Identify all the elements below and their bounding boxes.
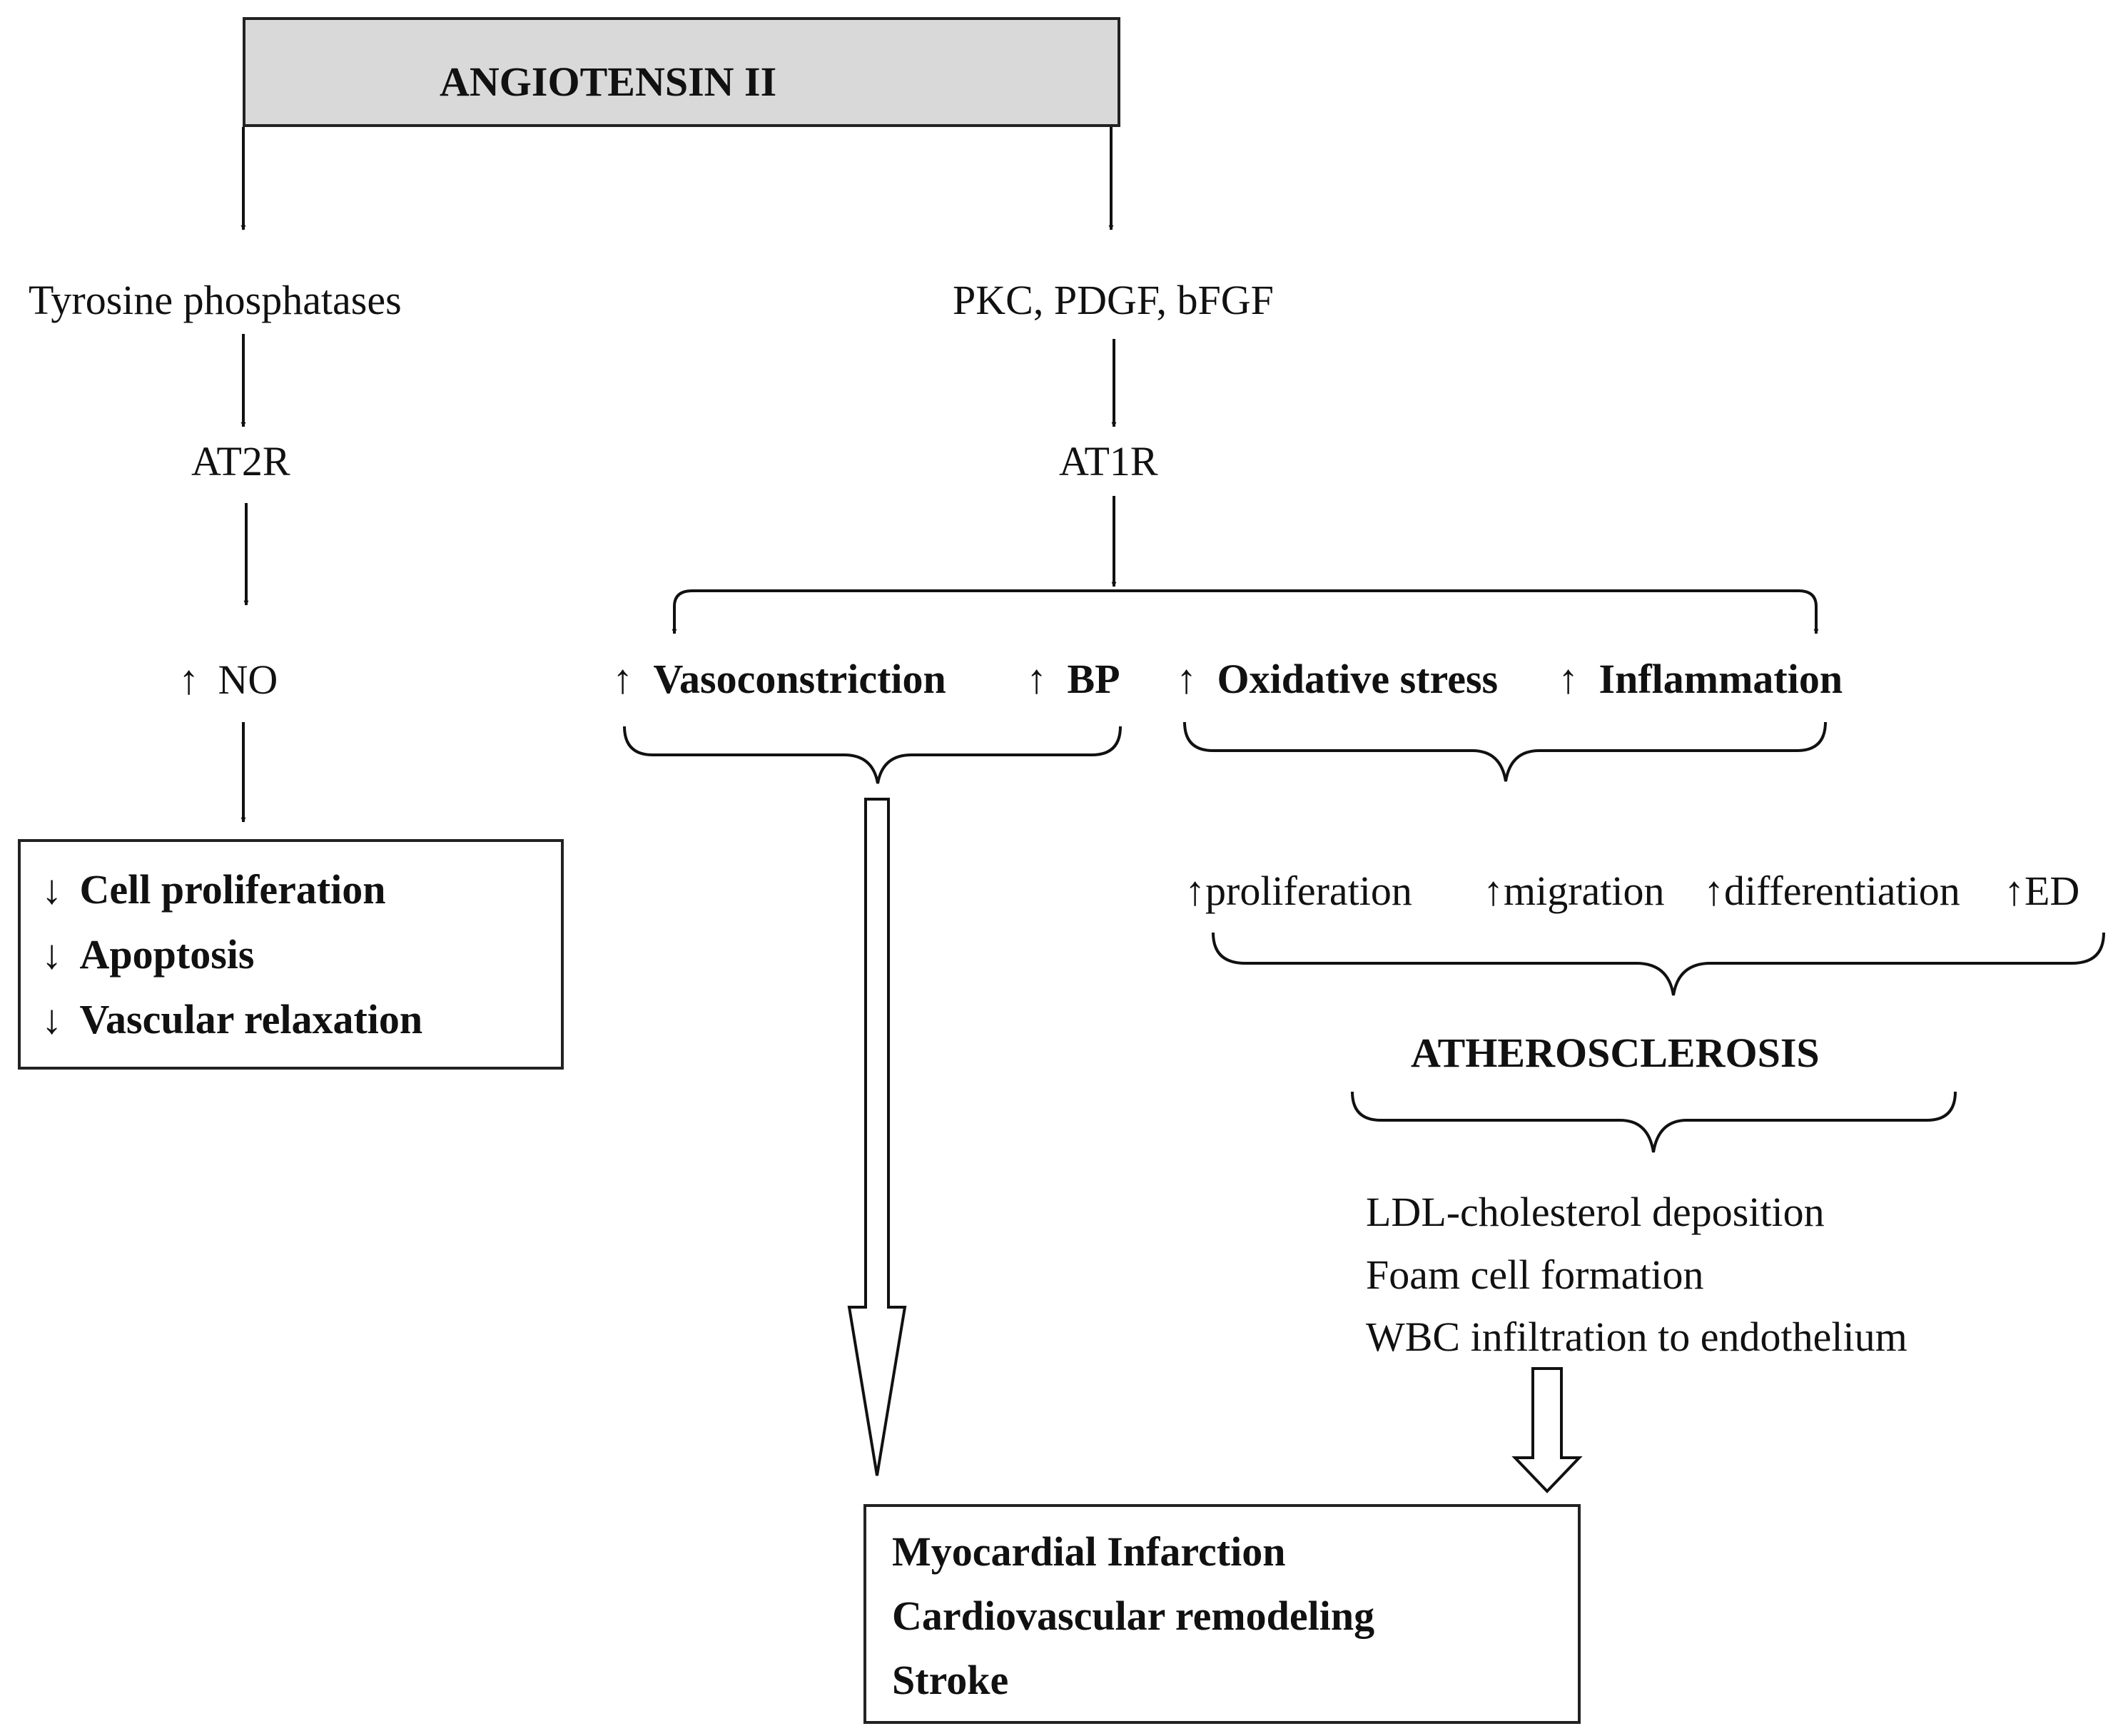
final-outcome-stroke: Stroke xyxy=(892,1657,1009,1703)
effect-vasoconstriction: ↑ Vasoconstriction xyxy=(612,659,946,700)
cell-effect-label: differentiation xyxy=(1724,868,1960,914)
cell-effect-proliferation: ↑proliferation xyxy=(1185,870,1412,912)
up-arrow-icon: ↑ xyxy=(1185,868,1205,914)
up-arrow-icon: ↑ xyxy=(612,656,633,702)
cell-effect-label: proliferation xyxy=(1205,868,1412,914)
final-outcome-remodeling: Cardiovascular remodeling xyxy=(892,1593,1375,1639)
effect-label: Oxidative stress xyxy=(1217,656,1499,702)
at2r-label: AT2R xyxy=(191,438,290,484)
final-outcomes-box xyxy=(863,1504,1581,1724)
effect-oxidative-stress: ↑ Oxidative stress xyxy=(1176,659,1498,700)
up-arrow-icon: ↑ xyxy=(1703,868,1724,914)
cell-effect-differentiation: ↑differentiation xyxy=(1703,870,1960,912)
tyrosine-phosphatases-label: Tyrosine phosphatases xyxy=(29,277,402,323)
effect-label: Vasoconstriction xyxy=(653,656,946,702)
cell-effect-ed: ↑ED xyxy=(2004,870,2079,912)
effect-inflammation: ↑ Inflammation xyxy=(1558,659,1843,700)
up-arrow-icon: ↑ xyxy=(178,656,199,703)
effect-label: Inflammation xyxy=(1598,656,1843,702)
outcome-label: Cell proliferation xyxy=(79,866,386,913)
at1r-label: AT1R xyxy=(1059,438,1158,484)
athero-feature-foam-cell: Foam cell formation xyxy=(1366,1252,1704,1298)
cell-effect-label: migration xyxy=(1504,868,1665,914)
final-outcome-mi: Myocardial Infarction xyxy=(892,1528,1286,1575)
effect-bp: ↑ BP xyxy=(1026,659,1120,700)
up-arrow-icon: ↑ xyxy=(1558,656,1579,702)
at2r-outcomes-box xyxy=(18,839,564,1070)
up-arrow-icon: ↑ xyxy=(1026,656,1047,702)
brace-oxidative-inflammation xyxy=(1183,721,1827,782)
at1r-split-bracket xyxy=(673,589,1818,634)
cell-effect-label: ED xyxy=(2025,868,2080,914)
brace-cell-effects xyxy=(1212,932,2105,996)
athero-feature-ldl: LDL-cholesterol deposition xyxy=(1366,1189,1825,1235)
up-arrow-icon: ↑ xyxy=(1483,868,1504,914)
up-arrow-icon: ↑ xyxy=(2004,868,2025,914)
cell-effect-migration: ↑migration xyxy=(1483,870,1665,912)
outcome-vascular-relaxation: ↓ Vascular relaxation xyxy=(41,999,422,1040)
atherosclerosis-label: ATHEROSCLEROSIS xyxy=(1411,1030,1820,1076)
outcome-label: Apoptosis xyxy=(79,931,255,978)
no-label: NO xyxy=(218,656,278,703)
brace-vasoconstriction-bp xyxy=(623,726,1122,784)
athero-feature-wbc: WBC infiltration to endothelium xyxy=(1366,1314,1907,1360)
no-node: ↑ NO xyxy=(178,659,278,701)
outcome-cell-proliferation: ↓ Cell proliferation xyxy=(41,869,386,910)
angiotensin-ii-box xyxy=(243,17,1120,127)
down-arrow-icon: ↓ xyxy=(41,866,62,913)
hollow-arrow-to-final-outcomes xyxy=(847,798,907,1476)
pkc-pdgf-bfgf-label: PKC, PDGF, bFGF xyxy=(953,277,1274,323)
down-arrow-icon: ↓ xyxy=(41,931,62,978)
effect-label: BP xyxy=(1067,656,1120,702)
angiotensin-ii-title: ANGIOTENSIN II xyxy=(440,59,777,105)
up-arrow-icon: ↑ xyxy=(1176,656,1197,702)
outcome-apoptosis: ↓ Apoptosis xyxy=(41,934,254,975)
hollow-arrow-athero-to-final xyxy=(1511,1367,1583,1493)
brace-atherosclerosis xyxy=(1351,1091,1957,1153)
outcome-label: Vascular relaxation xyxy=(79,996,423,1042)
down-arrow-icon: ↓ xyxy=(41,996,62,1042)
